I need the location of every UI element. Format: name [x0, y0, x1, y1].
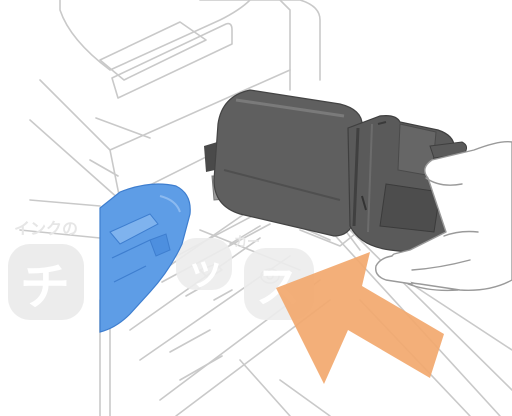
watermark-caption-tail: カー: [234, 235, 260, 250]
watermark-caption: インクの: [14, 219, 78, 238]
watermark-glyph-1: チ: [20, 258, 70, 316]
watermark-glyph-2: ッ: [186, 249, 224, 293]
